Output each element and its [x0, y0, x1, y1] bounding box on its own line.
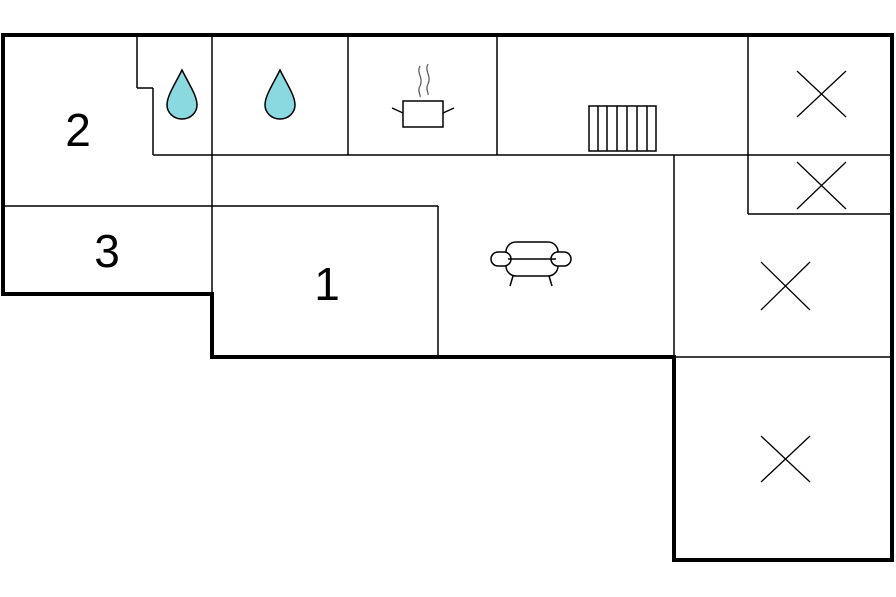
outer-wall	[1, 33, 894, 562]
room-label-1: 1	[314, 258, 340, 310]
water-drop-icon	[166, 68, 198, 120]
cooking-pot-icon	[391, 63, 455, 128]
water-drop-icon	[264, 68, 296, 120]
cross-icon	[796, 161, 847, 210]
radiator-icon	[588, 105, 657, 152]
room-label-3: 3	[94, 225, 120, 277]
cross-icon	[796, 70, 847, 118]
interior-walls	[3, 36, 892, 358]
cross-icon	[760, 261, 811, 311]
room-label-2: 2	[65, 104, 91, 156]
sofa-icon	[490, 241, 572, 287]
cross-icon	[760, 435, 811, 483]
